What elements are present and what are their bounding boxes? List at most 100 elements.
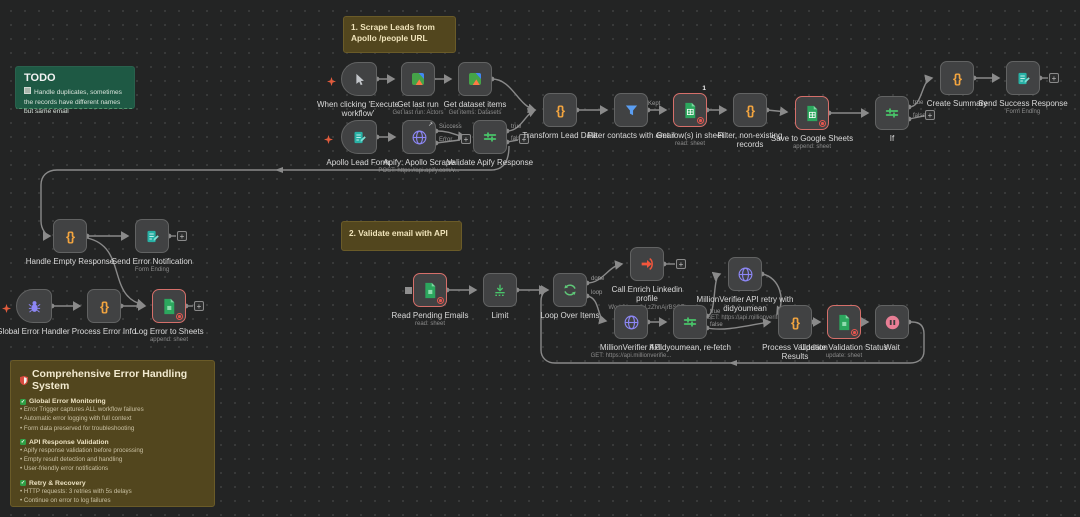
node-when-clicking-execute[interactable] <box>341 62 377 96</box>
node-loop-over-items[interactable] <box>553 273 587 307</box>
sticky-note-validate[interactable]: 2. Validate email with API <box>341 221 462 251</box>
sticky-note-scrape[interactable]: 1. Scrape Leads from Apollo /people URL <box>343 16 456 53</box>
error-status-icon <box>851 329 858 336</box>
node-validate-apify-response[interactable] <box>473 120 507 154</box>
google-sheets-icon <box>425 282 436 298</box>
node-apollo-lead-form[interactable] <box>341 120 377 154</box>
node-if-didyoumean[interactable] <box>673 305 707 339</box>
node-read-pending-emails[interactable] <box>413 273 447 307</box>
google-sheets-icon <box>839 314 850 330</box>
node-get-dataset-items[interactable] <box>458 62 492 96</box>
node-handle-empty-response[interactable]: {} <box>53 219 87 253</box>
google-sheets-icon <box>164 298 175 314</box>
node-save-to-google-sheets[interactable] <box>795 96 829 130</box>
trigger-pin-icon <box>327 73 336 91</box>
if-icon <box>483 132 497 142</box>
if-icon <box>683 317 697 327</box>
check-icon: ✓ <box>20 398 26 405</box>
limit-icon <box>495 284 505 296</box>
add-node-button[interactable]: + <box>519 134 529 144</box>
sticky-title: Comprehensive Error Handling System <box>20 368 205 392</box>
globe-icon <box>412 130 426 144</box>
node-create-summary[interactable]: {} <box>940 61 974 95</box>
node-label: Apollo Lead Form <box>326 158 390 167</box>
add-node-button[interactable]: + <box>676 259 686 269</box>
node-label: Validate Apify Response <box>446 158 534 167</box>
node-wait[interactable] <box>875 305 909 339</box>
cursor-icon <box>355 73 364 85</box>
input-port[interactable] <box>405 287 412 294</box>
google-sheets-icon <box>807 105 818 121</box>
error-status-icon <box>697 117 704 124</box>
node-log-error-to-sheets[interactable] <box>152 289 186 323</box>
node-apify-apollo-scrape[interactable]: ↗ <box>402 120 436 154</box>
node-label: Transform Lead Data <box>522 131 598 140</box>
node-millionverifier-retry[interactable] <box>728 257 762 291</box>
checkbox-icon <box>24 87 31 94</box>
trigger-pin-icon <box>2 300 11 318</box>
globe-icon <box>738 267 752 281</box>
error-status-icon <box>819 120 826 127</box>
node-label: MillionVerifier API retry with didyoumea… <box>696 295 794 321</box>
trigger-pin-icon <box>324 131 333 149</box>
node-limit[interactable] <box>483 273 517 307</box>
node-send-success-response[interactable] <box>1006 61 1040 95</box>
node-transform-lead-data[interactable]: {} <box>543 93 577 127</box>
node-label: When clicking 'Execute workflow' <box>316 100 399 119</box>
node-filter-nonexisting[interactable]: {} <box>733 93 767 127</box>
note-section: ✓API Response Validation • Apify respons… <box>20 438 144 473</box>
node-get-last-run[interactable] <box>401 62 435 96</box>
node-label: If <box>889 134 895 143</box>
sticky-note-error-system[interactable]: Comprehensive Error Handling System ✓Glo… <box>10 360 215 507</box>
sticky-note-todo[interactable]: TODO Handle duplicates, sometimes the re… <box>15 66 135 115</box>
note-section: ✓Retry & Recovery • HTTP requests: 3 ret… <box>20 479 132 505</box>
node-update-validation-status[interactable] <box>827 305 861 339</box>
node-label: Global Error Handler <box>0 327 70 336</box>
error-status-icon <box>176 313 183 320</box>
apify-icon <box>469 73 481 85</box>
add-node-button[interactable]: + <box>177 231 187 241</box>
node-send-error-notification[interactable] <box>135 219 169 253</box>
node-label: If didyoumean, re-fetch <box>649 343 731 352</box>
node-millionverifier-api[interactable] <box>614 305 648 339</box>
bug-icon <box>28 300 40 312</box>
add-node-button[interactable]: + <box>461 134 471 144</box>
node-call-enrich-linkedin[interactable] <box>630 247 664 281</box>
add-node-button[interactable]: + <box>1049 73 1059 83</box>
funnel-icon <box>625 105 637 115</box>
node-label: Handle Empty Response <box>25 257 115 266</box>
add-node-button[interactable]: + <box>194 301 204 311</box>
code-icon: {} <box>65 228 75 244</box>
note-section: ✓Global Error Monitoring • Error Trigger… <box>20 398 144 432</box>
node-process-error-info[interactable]: {} <box>87 289 121 323</box>
code-icon: {} <box>790 314 800 330</box>
items-count-badge: 1 <box>702 85 706 92</box>
node-label: Filter, non-existing records <box>717 131 783 150</box>
wait-pause-icon <box>885 315 899 329</box>
form-icon <box>354 131 366 143</box>
node-global-error-handler[interactable] <box>16 289 52 323</box>
node-get-rows-in-sheet[interactable]: 1 <box>673 85 707 127</box>
node-process-validation-results[interactable]: {} <box>778 305 812 339</box>
if-icon <box>885 108 899 118</box>
shield-icon <box>20 375 28 385</box>
form-icon <box>147 230 159 242</box>
execute-workflow-icon <box>641 258 653 270</box>
node-filter-contacts[interactable] <box>614 93 648 127</box>
globe-icon <box>624 315 638 329</box>
node-label: Process Error Info <box>71 327 137 336</box>
edge-label: Error <box>439 137 453 143</box>
node-if[interactable] <box>875 96 909 130</box>
add-node-button[interactable]: + <box>925 110 935 120</box>
edge-label: done <box>591 276 605 282</box>
